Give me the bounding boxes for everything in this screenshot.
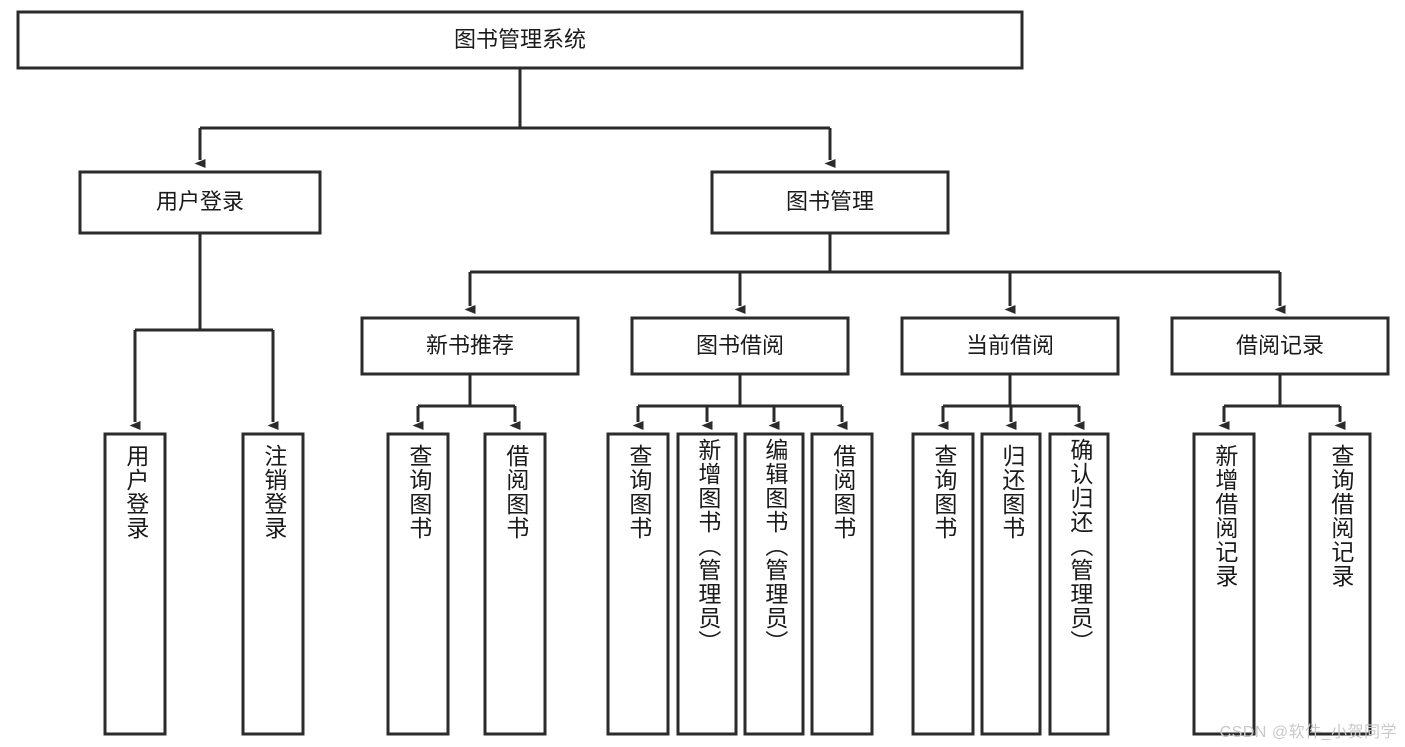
node-book-manage-label: 图书管理 bbox=[786, 189, 874, 214]
node-borrow-record-label: 借阅记录 bbox=[1236, 333, 1324, 358]
connector-layer bbox=[129, 68, 1346, 430]
node-current-borrow-label: 当前借阅 bbox=[966, 333, 1054, 358]
node-user-login-box[interactable] bbox=[78, 170, 322, 235]
node-borrow-record-box[interactable] bbox=[1170, 316, 1390, 376]
leaf-box-query-book-cb[interactable] bbox=[911, 432, 975, 736]
leaf-box-add-book-admin[interactable] bbox=[676, 432, 738, 736]
leaf-box-query-book-nbr[interactable] bbox=[386, 432, 450, 736]
leaf-box-borrow-book-nbr[interactable] bbox=[483, 432, 547, 736]
csdn-watermark: CSDN @软件_小贺同学 bbox=[1219, 724, 1397, 741]
node-root-label: 图书管理系统 bbox=[454, 27, 586, 52]
node-new-book-rec-box[interactable] bbox=[360, 316, 580, 376]
leaf-box-edit-book-admin[interactable] bbox=[743, 432, 805, 736]
node-layer: 图书管理系统 用户登录 图书管理 新书推荐 图书借阅 当前借阅 借阅记录 bbox=[16, 10, 1390, 736]
node-book-manage-box[interactable] bbox=[710, 170, 950, 235]
node-root-box[interactable] bbox=[16, 10, 1024, 70]
leaf-box-borrow-book-bb[interactable] bbox=[810, 432, 874, 736]
leaf-box-return-book[interactable] bbox=[980, 432, 1042, 736]
node-current-borrow-box[interactable] bbox=[900, 316, 1120, 376]
node-book-borrow-label: 图书借阅 bbox=[696, 333, 784, 358]
node-book-borrow-box[interactable] bbox=[630, 316, 850, 376]
leaf-box-logout[interactable] bbox=[241, 432, 305, 736]
leaf-box-user-login[interactable] bbox=[103, 432, 167, 736]
node-user-login-label: 用户登录 bbox=[156, 189, 244, 214]
leaf-box-query-borrow-record[interactable] bbox=[1308, 432, 1372, 736]
leaf-box-query-book-bb[interactable] bbox=[606, 432, 670, 736]
leaf-box-confirm-return[interactable] bbox=[1048, 432, 1110, 736]
leaf-box-add-borrow-record[interactable] bbox=[1192, 432, 1256, 736]
node-new-book-rec-label: 新书推荐 bbox=[426, 333, 514, 358]
